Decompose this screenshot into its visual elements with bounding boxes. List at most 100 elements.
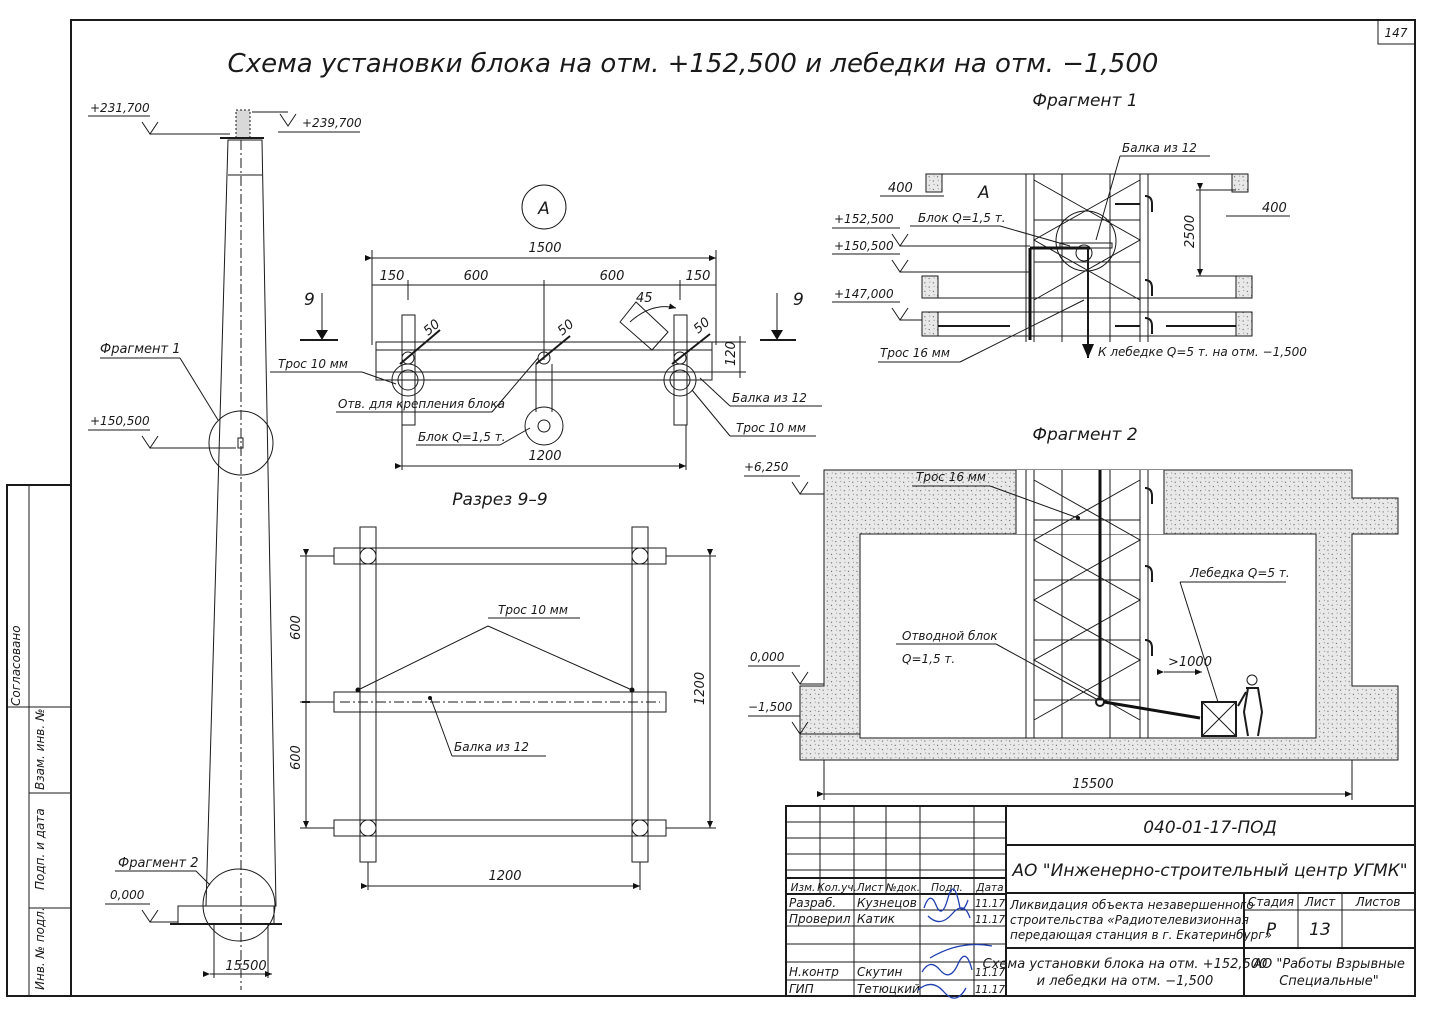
title-block: 040-01-17-ПОД АО "Инженерно-строительный…: [785, 805, 1416, 999]
col-izm: Изм.: [791, 882, 816, 894]
fragment1-dim-2500: 2500: [1183, 215, 1198, 248]
dim-50-c: 50: [691, 315, 713, 337]
row-role-2: Проверил: [789, 912, 851, 926]
fragment1-beam: Балка из 12: [1122, 141, 1197, 155]
section-9-9: Разрез 9–9 Трос 10 мм Балка из 12 600 60…: [289, 490, 716, 890]
row-date-1: 11.17: [975, 898, 1005, 910]
sheet-header: Лист: [1304, 895, 1336, 909]
row-name-1: Кузнецов: [857, 896, 917, 910]
beam-12-section: Балка из 12: [454, 740, 529, 754]
stage-header: Стадия: [1248, 895, 1294, 909]
stage-value: Р: [1266, 920, 1277, 940]
stamp-sign-date: Подп. и дата: [33, 808, 47, 890]
fragment1-elev-152: +152,500: [834, 212, 894, 226]
row-role-4: ГИП: [789, 982, 814, 996]
project-line-1: Ликвидация объекта незавершенного: [1009, 898, 1254, 912]
hole-label: Отв. для крепления блока: [338, 397, 505, 411]
dim-600-v1: 600: [289, 615, 304, 640]
elev-0-chimney: 0,000: [110, 888, 145, 902]
fragment2-guide-block: Отводной блок: [902, 629, 998, 643]
fragment2-title: Фрагмент 2: [1032, 425, 1137, 445]
fragment1-to-winch: К лебедке Q=5 т. на отм. −1,500: [1098, 345, 1307, 359]
fragment2-callout: Фрагмент 2: [118, 856, 199, 871]
fragment2-dim-15500: 15500: [1072, 777, 1113, 792]
row-role-1: Разраб.: [789, 896, 836, 910]
row-name-2: Катик: [857, 912, 896, 926]
fragment1-elev-150: +150,500: [834, 239, 894, 253]
rope-10-left: Трос 10 мм: [278, 357, 348, 371]
detail-a: А 1500 150 600 600 150 50 50: [270, 184, 822, 470]
section-mark-left: 9: [304, 290, 315, 310]
org-name-1: АО "Работы Взрывные: [1252, 957, 1405, 972]
project-line-3: передающая станция в г. Екатеринбург»: [1010, 928, 1272, 942]
fragment-2: Фрагмент 2 +6,250 Трос 16 мм: [744, 425, 1399, 800]
fragment2-guide-block-q: Q=1,5 т.: [902, 652, 955, 666]
fragment1-rope-16: Трос 16 мм: [880, 346, 950, 360]
dim-600-right: 600: [600, 269, 625, 284]
side-stamp: Согласовано Взам. инв. № Подп. и дата Ин…: [6, 484, 72, 997]
row-name-4: Тетюцкий: [857, 982, 920, 996]
dim-1200-h: 1200: [488, 869, 521, 884]
row-role-3: Н.контр: [789, 965, 839, 979]
row-date-4: 11.17: [975, 984, 1005, 996]
dim-600-v2: 600: [289, 745, 304, 770]
sheet-number-box: [1377, 19, 1416, 45]
sheet-value: 13: [1309, 920, 1331, 940]
elev-231: +231,700: [90, 101, 150, 115]
fragment2-elev-0: 0,000: [750, 650, 785, 664]
fragment2-winch: Лебедка Q=5 т.: [1189, 566, 1290, 580]
row-name-3: Скутин: [857, 965, 903, 979]
fragment2-elev-6250: +6,250: [744, 460, 789, 474]
fragment1-title: Фрагмент 1: [1032, 91, 1137, 111]
fragment1-dim-400-right: 400: [1262, 201, 1287, 216]
col-podp: Подп.: [931, 882, 963, 894]
worker-figure: [1237, 674, 1264, 737]
beam-12-a: Балка из 12: [732, 391, 807, 405]
fragment2-elev-minus: −1,500: [748, 700, 793, 714]
fragment1-elev-147: +147,000: [834, 287, 894, 301]
sheet-number: 147: [1385, 26, 1408, 40]
col-list: Лист: [856, 882, 884, 894]
row-date-3: 11.17: [975, 967, 1005, 979]
fragment1-dim-400-left: 400: [888, 181, 913, 196]
stamp-inv-replace: Взам. инв. №: [33, 709, 47, 790]
drawing-name-1: Схема установки блока на отм. +152,500: [983, 957, 1268, 972]
elev-239: +239,700: [302, 116, 362, 130]
fragment-1: Фрагмент 1 Балка из 12 400: [832, 91, 1307, 363]
stamp-inv-orig: Инв. № подл.: [33, 907, 47, 990]
fragment1-callout: Фрагмент 1: [100, 342, 181, 357]
dim-1500: 1500: [528, 241, 561, 256]
rope-10-right: Трос 10 мм: [736, 421, 806, 435]
dim-50-a: 50: [421, 317, 443, 339]
fragment2-rope-16: Трос 16 мм: [916, 470, 986, 484]
sheets-header: Листов: [1355, 895, 1401, 909]
section-title: Разрез 9–9: [452, 490, 548, 510]
doc-code: 040-01-17-ПОД: [1143, 818, 1277, 838]
detail-a-marker: А: [537, 199, 550, 219]
signature-1: [923, 888, 971, 923]
elev-150: +150,500: [90, 414, 150, 428]
project-line-2: строительства «Радиотелевизионная: [1010, 913, 1249, 927]
chimney-elevation: 15500 +231,700 +239,700 Фрагмент 1 +150,…: [88, 101, 362, 990]
block-q15: Блок Q=1,5 т.: [418, 430, 506, 444]
dim-150-left: 150: [380, 269, 405, 284]
fragment1-block: Блок Q=1,5 т.: [918, 211, 1006, 225]
drawing-name-2: и лебедки на отм. −1,500: [1037, 974, 1214, 989]
drawing-title: Схема установки блока на отм. +152,500 и…: [228, 49, 1159, 79]
col-date: Дата: [975, 882, 1003, 894]
section-mark-right: 9: [793, 290, 804, 310]
rope-10-section: Трос 10 мм: [498, 603, 568, 617]
fragment1-marker-a: А: [977, 183, 990, 203]
dim-50-b: 50: [555, 317, 577, 339]
row-date-2: 11.17: [975, 914, 1005, 926]
org-name-2: Специальные": [1279, 974, 1379, 989]
fragment2-dim-1000: >1000: [1168, 655, 1212, 670]
col-ndok: №док.: [885, 882, 920, 894]
company-name: АО "Инженерно-строительный центр УГМК": [1011, 861, 1407, 881]
dim-1200-v: 1200: [693, 672, 708, 705]
dim-45: 45: [636, 291, 653, 306]
dim-120: 120: [724, 341, 739, 366]
signature-2: [917, 943, 993, 999]
dim-1200-a: 1200: [528, 449, 561, 464]
